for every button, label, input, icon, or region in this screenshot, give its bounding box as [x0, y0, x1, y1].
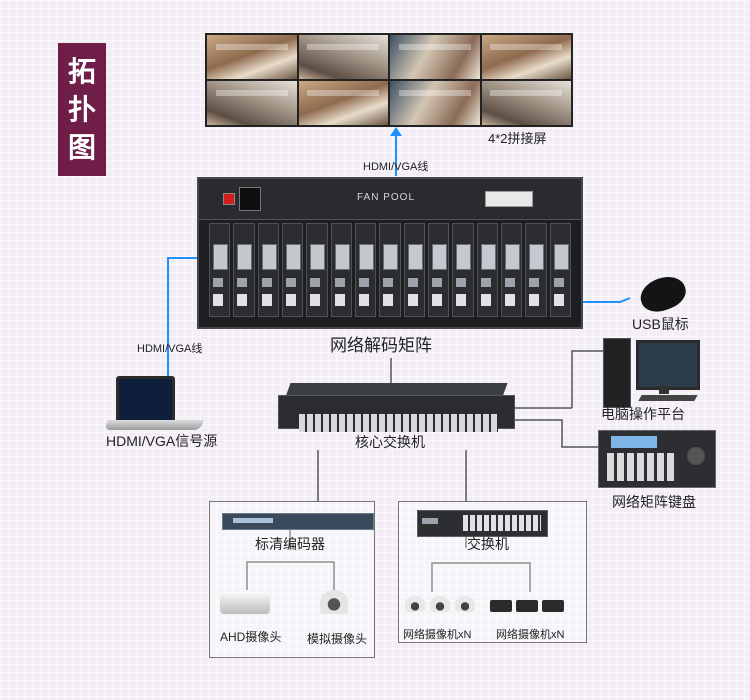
- encoder-icon: [222, 513, 374, 530]
- arrow-up-icon: [390, 127, 402, 136]
- power-switch-icon: [223, 193, 235, 205]
- video-wall-label: 4*2拼接屏: [488, 131, 547, 146]
- ip-box-camera-icon: [516, 600, 538, 612]
- ahd-camera-label: AHD摄像头: [220, 630, 282, 644]
- keyboard-controller-icon: [598, 430, 716, 488]
- title-block: 拓 扑 图: [58, 43, 106, 176]
- pc-platform-label: 电脑操作平台: [601, 406, 685, 422]
- core-switch-label: 核心交换机: [355, 434, 425, 450]
- core-switch-icon: [278, 383, 515, 432]
- power-socket-icon: [239, 187, 261, 211]
- network-keyboard-label: 网络矩阵键盘: [612, 494, 696, 510]
- network-camera-label-2: 网络摄像机xN: [496, 629, 565, 641]
- ip-dome-camera-icon: [430, 596, 450, 612]
- monitor-stand: [659, 386, 669, 394]
- link-label-left: HDMI/VGA线: [137, 343, 203, 355]
- title-char-2: 扑: [67, 92, 96, 126]
- monitor-icon: [636, 340, 700, 390]
- card-slots: [209, 223, 571, 317]
- analog-camera-icon: [320, 590, 348, 614]
- ip-dome-camera-icon: [405, 596, 425, 612]
- switch-icon: [417, 510, 548, 537]
- usb-mouse-label: USB鼠标: [632, 316, 689, 332]
- title-char-3: 图: [67, 130, 96, 164]
- switch-label: 交换机: [467, 536, 509, 552]
- link-label-top: HDMI/VGA线: [363, 161, 429, 173]
- analog-camera-label: 模拟摄像头: [307, 632, 368, 646]
- pc-keyboard-icon: [638, 395, 698, 401]
- ip-box-camera-icon: [542, 600, 564, 612]
- title-char-1: 拓: [67, 54, 96, 88]
- laptop-icon: [116, 376, 175, 426]
- ahd-camera-icon: [220, 594, 270, 614]
- ip-box-camera-icon: [490, 600, 512, 612]
- ip-dome-camera-icon: [455, 596, 475, 612]
- warning-label-icon: [485, 191, 533, 207]
- laptop-base: [104, 420, 204, 430]
- network-camera-label-1: 网络摄像机xN: [403, 629, 472, 641]
- fan-pool-label: FAN POOL: [357, 192, 416, 203]
- matrix-label: 网络解码矩阵: [330, 336, 432, 355]
- video-wall-icon: [205, 33, 573, 127]
- source-label: HDMI/VGA信号源: [106, 433, 218, 449]
- encoder-label: 标清编码器: [255, 536, 325, 552]
- matrix-chassis-icon: FAN POOL: [197, 177, 583, 329]
- pc-icon: [603, 338, 631, 408]
